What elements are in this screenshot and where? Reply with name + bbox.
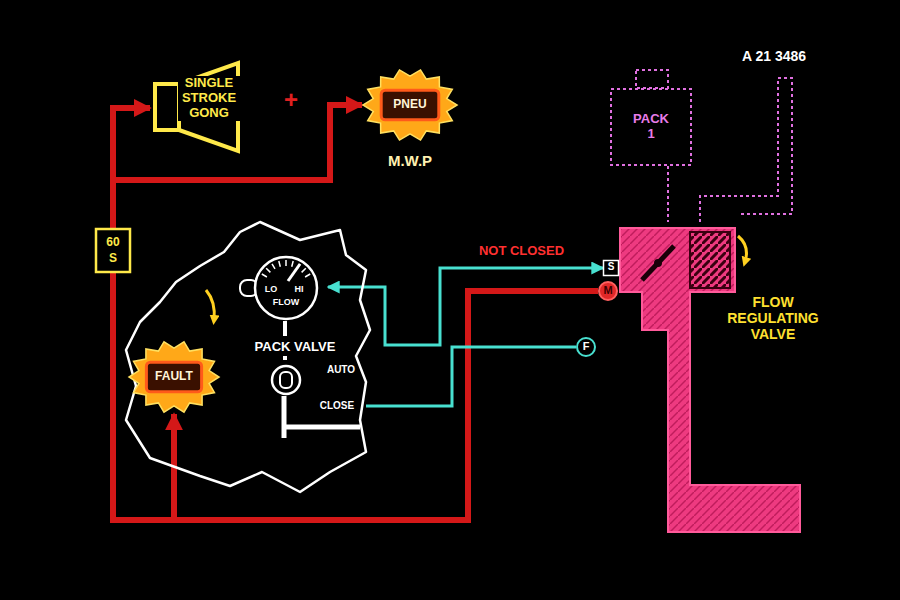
speaker-body	[155, 84, 179, 130]
signal-line	[366, 347, 576, 406]
switch-position-box: S	[603, 260, 619, 276]
control-panel: PACK VALVE FAULT LO HI FLOW AUTO CLOSE	[122, 212, 372, 497]
toggle-lever	[280, 372, 292, 388]
rotation-arrow	[738, 236, 746, 262]
pack-duct-dotted	[700, 78, 792, 222]
panel-outline	[126, 222, 370, 492]
signal-label: NOT CLOSED	[476, 244, 567, 259]
selector-dial	[255, 257, 317, 319]
node-text: FLOW REGULATING VALVE	[724, 294, 822, 342]
pack-valve-switch: AUTO CLOSE	[262, 358, 366, 458]
node-text: PACK 1	[631, 112, 671, 142]
node-shape	[244, 250, 328, 324]
node-text: S	[603, 261, 619, 273]
node-text: F	[576, 340, 596, 353]
node-text: PNEU	[386, 98, 434, 112]
pack-duct-dotted	[667, 166, 669, 222]
pack-flow-selector: LO HI FLOW	[244, 250, 328, 324]
node-text: CLOSE	[310, 400, 364, 412]
light-lens	[146, 362, 201, 392]
node-text: PACK VALVE	[236, 340, 354, 355]
warning-light: PNEU M.W.P	[362, 68, 458, 180]
dial-pointer	[288, 264, 300, 281]
node-text: M.W.P	[362, 152, 458, 169]
reference-number: A 21 3486	[742, 48, 806, 64]
timer-box: 60 S	[95, 228, 131, 273]
sensor-circle	[599, 282, 617, 300]
gong-speaker: SINGLE STROKE GONG	[150, 60, 245, 156]
plus-sign: +	[284, 86, 298, 114]
switch-box	[604, 261, 619, 276]
node-text: FAULT	[150, 370, 198, 384]
node-text: LO	[262, 284, 280, 294]
sensor-circle	[577, 338, 595, 356]
timer-outline	[96, 229, 130, 272]
node-shape	[590, 220, 825, 545]
flow-regulating-valve: FLOW REGULATING VALVESMF	[590, 220, 825, 545]
fault-light: FAULT	[128, 340, 220, 414]
signal-line	[113, 273, 598, 520]
node-text: SINGLE STROKE GONG	[178, 76, 240, 121]
light-lens	[381, 90, 439, 120]
node-text: HI	[290, 284, 308, 294]
node-shape	[95, 228, 131, 273]
disc-pivot	[654, 259, 662, 267]
node-text: M	[598, 284, 618, 297]
butterfly-disc	[642, 246, 674, 280]
signal-line	[113, 108, 150, 228]
toggle-base	[272, 366, 300, 394]
node-text: FLOW	[268, 297, 304, 307]
valve-actuator	[690, 232, 730, 288]
node-text: AUTO	[318, 364, 364, 376]
starburst	[129, 342, 219, 412]
pack-outline	[611, 89, 691, 165]
flow-sensor-circle: F	[576, 337, 596, 357]
dial-ticks	[262, 260, 310, 277]
node-text: 60 S	[103, 234, 123, 266]
rotation-arrow	[206, 290, 214, 320]
pack-tab	[636, 70, 668, 88]
duct-body	[620, 228, 800, 532]
starburst	[363, 70, 457, 140]
motor-circle: M	[598, 281, 618, 301]
pack-box: PACK 1	[610, 88, 692, 166]
